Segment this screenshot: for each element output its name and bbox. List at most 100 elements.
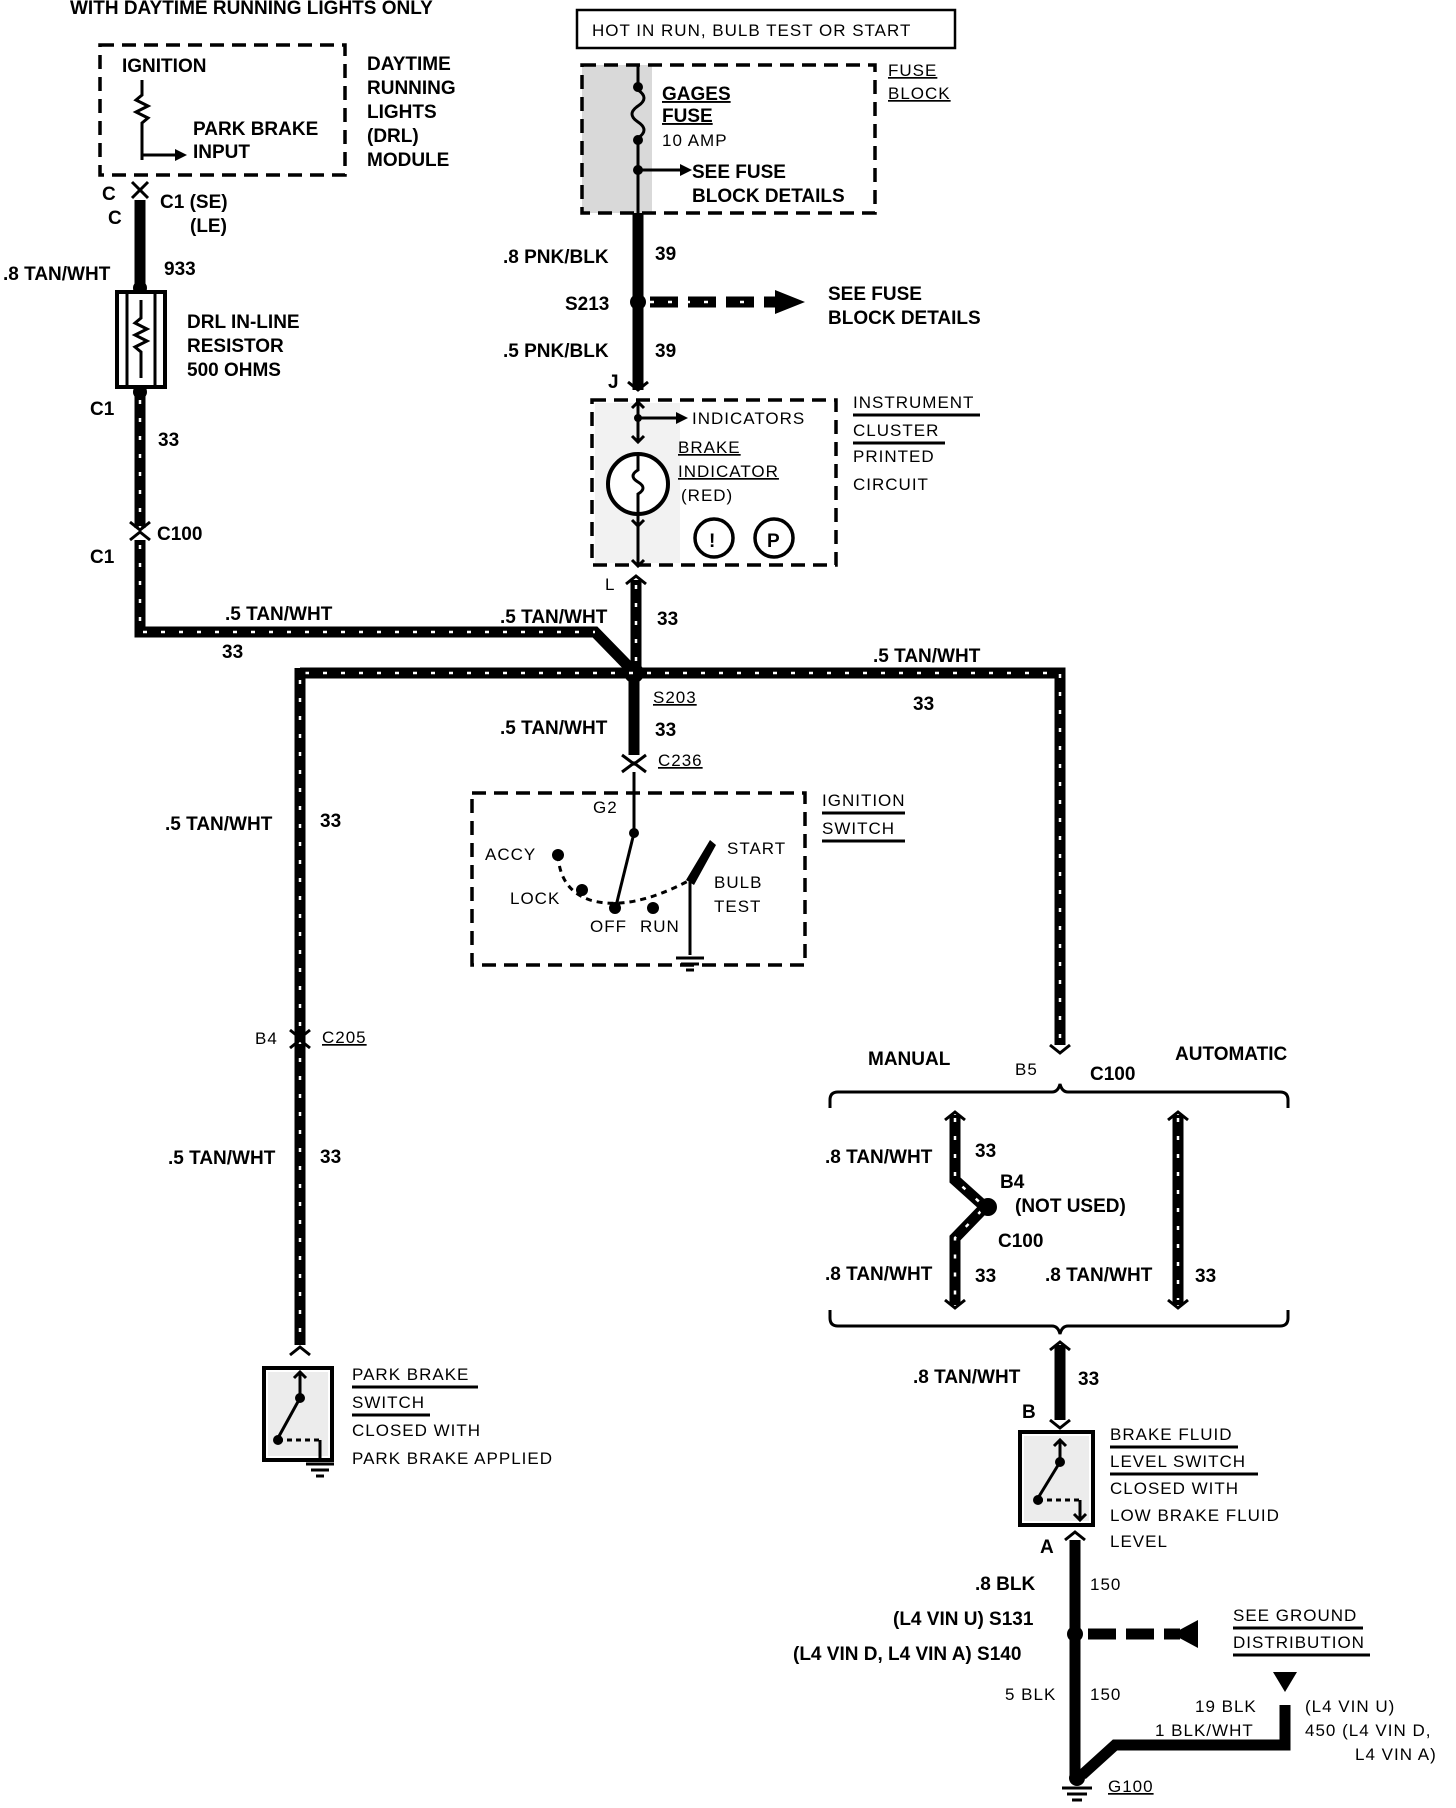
connector-chevron xyxy=(621,761,647,774)
ignition-bulb-test-1: BULB xyxy=(714,873,762,892)
brake-indicator-1: BRAKE xyxy=(678,438,741,457)
drl-conn-c1: C1 xyxy=(90,399,115,420)
park-p-icon xyxy=(753,517,795,559)
cluster-title-4: CIRCUIT xyxy=(853,475,929,494)
left-wire1-label: .5 TAN/WHT xyxy=(165,814,273,835)
park-p-text: P xyxy=(767,531,780,552)
manual-circuit-a: 33 xyxy=(975,1141,996,1162)
drl-c100: C100 xyxy=(157,524,202,545)
automatic-circuit-c: 33 xyxy=(1195,1266,1216,1287)
fuse-icon xyxy=(630,88,646,140)
ground-icon xyxy=(306,1462,334,1478)
cluster-title-1: INSTRUMENT xyxy=(853,393,974,412)
fuse-see-2: BLOCK DETAILS xyxy=(692,186,845,207)
warning-exclamation-text: ! xyxy=(709,531,715,552)
cluster-pin-j: J xyxy=(608,372,619,393)
warning-exclamation-icon xyxy=(693,517,735,559)
cluster-title-2: CLUSTER xyxy=(853,421,939,440)
brake-indicator-2: INDICATOR xyxy=(678,462,779,481)
drl-title-1: DAYTIME xyxy=(367,54,451,75)
ground-wire4-label: 1 BLK/WHT xyxy=(1155,1721,1254,1740)
ground-vin-da-2: L4 VIN A) xyxy=(1355,1745,1437,1764)
left-wire2-label: .5 TAN/WHT xyxy=(168,1148,276,1169)
right-c100: C100 xyxy=(1090,1064,1135,1085)
drl-connector-le: (LE) xyxy=(190,216,227,237)
arrow-icon xyxy=(676,412,688,424)
drl-circuit-33: 33 xyxy=(158,430,179,451)
drl-resistor-title-3: 500 OHMS xyxy=(187,360,281,381)
pnk-blk-top-label: .8 PNK/BLK xyxy=(503,247,609,268)
fuse-name-2: FUSE xyxy=(662,106,713,127)
manual-label: MANUAL xyxy=(868,1049,951,1070)
splice-s213-label: S213 xyxy=(565,294,609,315)
right-circuit: 33 xyxy=(913,694,934,715)
bulb-filament xyxy=(631,454,645,514)
brake-fluid-contact xyxy=(1036,1461,1062,1499)
bottom-wire-d-label: .8 TAN/WHT xyxy=(913,1367,1021,1388)
down-wire-label: .5 TAN/WHT xyxy=(500,718,608,739)
cluster-title-3: PRINTED xyxy=(853,447,935,466)
pnk-blk-top-circuit: 39 xyxy=(655,244,676,265)
brake-fluid-desc-1: CLOSED WITH xyxy=(1110,1479,1239,1498)
ground-connector-icon xyxy=(1273,1672,1297,1692)
splice-s213 xyxy=(630,294,646,310)
b4-not-used-dot xyxy=(979,1198,997,1216)
wire-33-trunk xyxy=(300,667,1066,1045)
manual-wire-a-label: .8 TAN/WHT xyxy=(825,1147,933,1168)
park-brake-title-2: SWITCH xyxy=(352,1393,425,1412)
ignition-title-2: SWITCH xyxy=(822,819,895,838)
ignition-switch-box xyxy=(470,791,807,967)
arrow-icon xyxy=(175,149,187,161)
center-circuit: 33 xyxy=(657,609,678,630)
ground-wire2-label: 5 BLK xyxy=(1005,1685,1056,1704)
wire-19-blk xyxy=(1078,1705,1291,1780)
automatic-label: AUTOMATIC xyxy=(1175,1044,1288,1065)
cluster-pin-l: L xyxy=(605,575,615,594)
splice-s131 xyxy=(1067,1626,1083,1642)
drl-conn-c-bottom: C xyxy=(108,208,122,229)
ignition-positions-arc xyxy=(556,854,691,905)
park-brake-title-1: PARK BRAKE xyxy=(352,1365,469,1384)
ignition-accy: ACCY xyxy=(485,845,536,864)
brake-indicator-3: (RED) xyxy=(681,486,733,505)
arrow-icon xyxy=(680,164,692,176)
left-c205: C205 xyxy=(322,1028,367,1047)
resistor-icon xyxy=(131,300,151,378)
connector-chevron xyxy=(130,187,150,200)
left-circuit1: 33 xyxy=(320,811,341,832)
automatic-wire-c-label: .8 TAN/WHT xyxy=(1045,1265,1153,1286)
c236-label: C236 xyxy=(658,751,703,770)
fuse-block-title-1: FUSE xyxy=(888,61,937,80)
drl-module-internal xyxy=(132,80,175,160)
connector-chevron xyxy=(129,530,151,542)
drl-conn-c-top: C xyxy=(102,184,116,205)
brake-fluid-desc-2: LOW BRAKE FLUID xyxy=(1110,1506,1280,1525)
left-circuit2: 33 xyxy=(320,1147,341,1168)
drl-park-brake-input-2: INPUT xyxy=(193,142,250,163)
park-brake-desc-2: PARK BRAKE APPLIED xyxy=(352,1449,553,1468)
ground-icon xyxy=(1062,1786,1092,1802)
ignition-off: OFF xyxy=(590,917,627,936)
fuse-name-1: GAGES xyxy=(662,84,731,105)
left-top-wire-label: .5 TAN/WHT xyxy=(225,604,333,625)
ground-icon xyxy=(676,956,704,972)
brake-fluid-title-2: LEVEL SWITCH xyxy=(1110,1452,1246,1471)
connector-chevron xyxy=(1064,1530,1086,1542)
ground-wire3-label: 19 BLK xyxy=(1195,1697,1257,1716)
s213-see-1: SEE FUSE xyxy=(828,284,922,305)
ground-wire1-label: .8 BLK xyxy=(975,1574,1035,1595)
pnk-blk-bottom-circuit: 39 xyxy=(655,341,676,362)
center-wire-label: .5 TAN/WHT xyxy=(500,607,608,628)
ignition-start-contact xyxy=(686,840,716,885)
ignition-lock: LOCK xyxy=(510,889,560,908)
pnk-blk-bottom-label: .5 PNK/BLK xyxy=(503,341,609,362)
bottom-circuit-d: 33 xyxy=(1078,1369,1099,1390)
header-title: WITH DAYTIME RUNNING LIGHTS ONLY xyxy=(70,0,433,19)
cluster-box xyxy=(590,398,838,567)
ignition-switch-blade xyxy=(614,832,636,907)
drl-title-2: RUNNING xyxy=(367,78,456,99)
ground-circuit1: 150 xyxy=(1090,1575,1121,1594)
drl-ignition-label: IGNITION xyxy=(122,56,206,77)
ignition-pin-g2: G2 xyxy=(593,798,618,817)
park-brake-desc-1: CLOSED WITH xyxy=(352,1421,481,1440)
